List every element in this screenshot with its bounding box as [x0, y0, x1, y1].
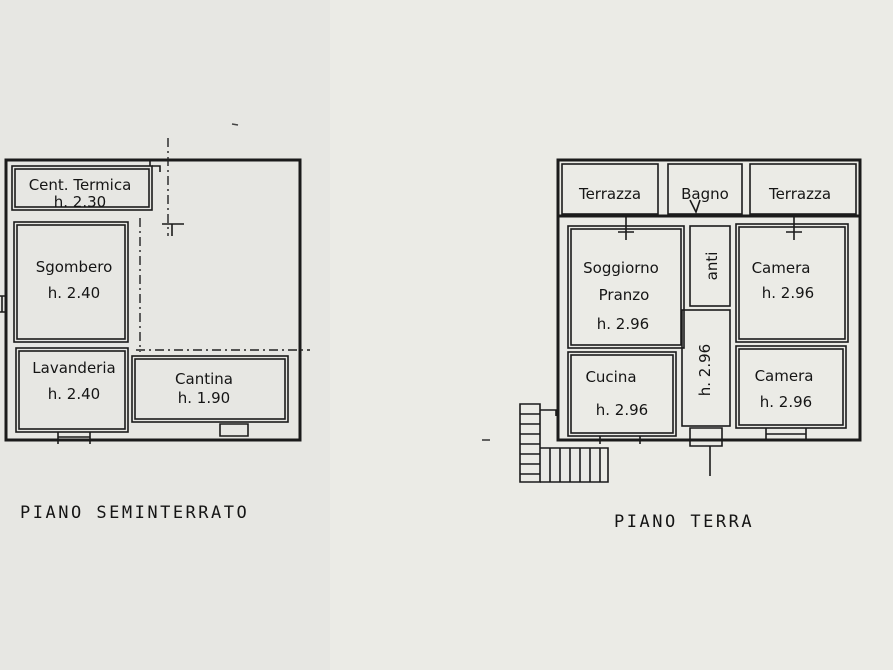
outer-wall-frame — [4, 158, 302, 442]
label-cent-termica: Cent. Termica — [29, 176, 132, 194]
room-bagno — [667, 163, 743, 215]
room-cucina-inner — [570, 354, 674, 434]
window-camera — [765, 428, 807, 440]
label-lavanderia: Lavanderia — [32, 359, 115, 377]
label-soggiorno: Soggiorno — [583, 259, 659, 277]
room-camera-bottom-inner — [738, 348, 844, 426]
height-cucina: h. 2.96 — [596, 401, 648, 419]
room-corridor — [681, 309, 731, 427]
label-terrazza-left: Terrazza — [578, 185, 641, 203]
label-camera-top: Camera — [752, 259, 811, 277]
label-bagno: Bagno — [681, 185, 729, 203]
height-cent-termica: h. 2.30 — [54, 193, 106, 211]
plan-seminterrato: Cent. Termica h. 2.30 Sgombero h. 2.40 L… — [0, 138, 310, 523]
door-terrazza-right — [786, 216, 802, 240]
door-terrazza-left — [618, 216, 634, 240]
title-piano-terra: PIANO TERRA — [614, 512, 754, 532]
room-anti — [689, 225, 731, 307]
height-camera-top: h. 2.96 — [762, 284, 814, 302]
label-pranzo: Pranzo — [599, 286, 650, 304]
stray-mark — [231, 123, 239, 126]
height-corridor: h. 2.96 — [696, 344, 714, 396]
label-camera-bottom: Camera — [755, 367, 814, 385]
room-cent-termica — [11, 165, 153, 211]
label-cucina: Cucina — [585, 368, 636, 386]
window-left — [0, 295, 6, 313]
wall-detail — [162, 223, 184, 236]
door-bagno — [689, 199, 701, 215]
wall-detail — [149, 160, 161, 172]
label-sgombero: Sgombero — [36, 258, 113, 276]
room-lavanderia-inner — [18, 350, 126, 430]
label-cantina: Cantina — [175, 370, 233, 388]
window-cucina — [599, 436, 641, 444]
height-soggiorno: h. 2.96 — [597, 315, 649, 333]
window-bottom — [57, 432, 91, 444]
room-cantina — [131, 355, 289, 423]
title-piano-seminterrato: PIANO SEMINTERRATO — [20, 503, 249, 523]
paper-shade — [0, 0, 330, 670]
plan-terra: Terrazza Bagno Terrazza Soggiorno Pranzo… — [519, 158, 862, 532]
label-terrazza-right: Terrazza — [768, 185, 831, 203]
stairs — [519, 403, 609, 483]
entrance — [689, 427, 723, 447]
height-cantina: h. 1.90 — [178, 389, 230, 407]
room-cantina-inner — [134, 358, 286, 420]
height-camera-bottom: h. 2.96 — [760, 393, 812, 411]
room-sgombero — [13, 221, 129, 343]
room-cent-termica-inner — [14, 168, 150, 208]
outer-wall — [556, 158, 862, 442]
room-camera-top — [735, 223, 849, 343]
room-sgombero-inner — [16, 224, 126, 340]
door-cantina — [219, 423, 249, 437]
room-lavanderia — [15, 347, 129, 433]
room-terrazza-left — [561, 163, 659, 215]
label-anti: anti — [703, 252, 721, 281]
room-camera-top-inner — [738, 226, 846, 340]
room-cucina — [567, 351, 677, 437]
height-lavanderia: h. 2.40 — [48, 385, 100, 403]
room-camera-bottom — [735, 345, 847, 429]
room-terrazza-right — [749, 163, 857, 215]
height-sgombero: h. 2.40 — [48, 284, 100, 302]
